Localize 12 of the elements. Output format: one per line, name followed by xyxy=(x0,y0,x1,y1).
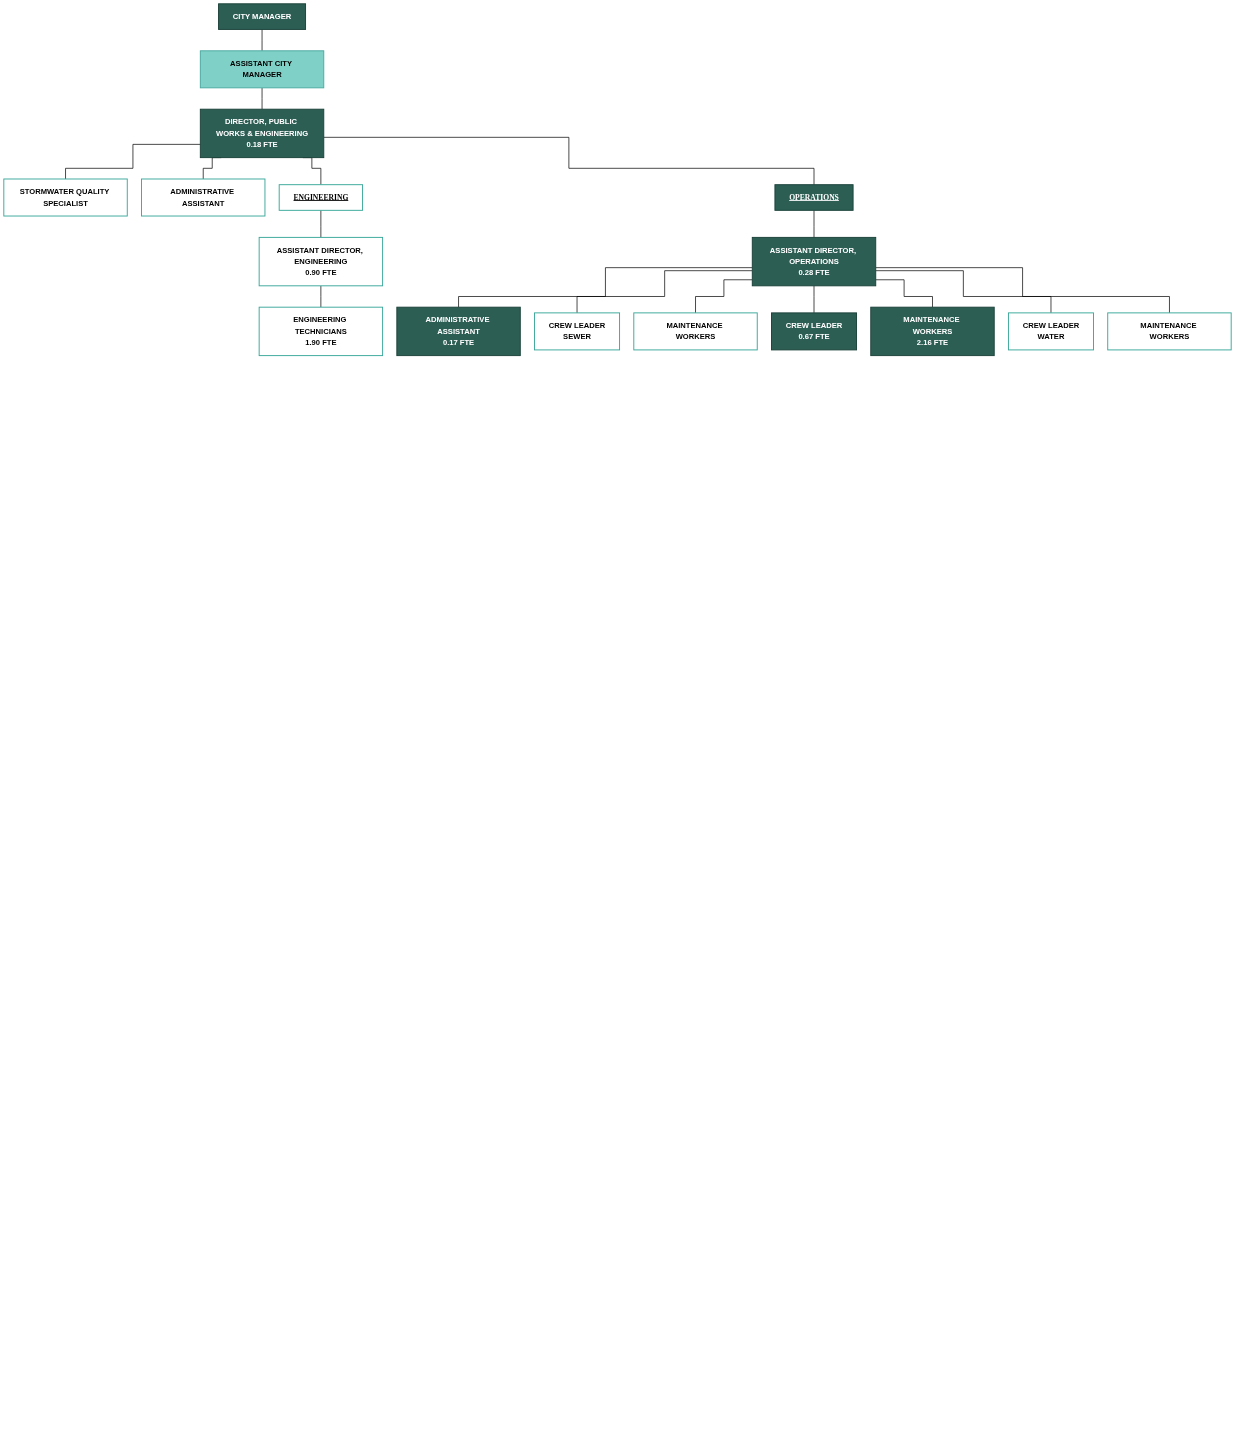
connector xyxy=(261,87,263,110)
connector xyxy=(875,270,1052,314)
connector xyxy=(813,285,815,314)
connector xyxy=(813,209,815,238)
connector xyxy=(65,144,201,180)
connector xyxy=(695,279,753,314)
connector xyxy=(875,267,1170,314)
connector xyxy=(261,29,263,52)
connector xyxy=(576,270,753,314)
connector xyxy=(875,279,933,308)
connector xyxy=(323,136,815,186)
connector xyxy=(458,267,753,308)
